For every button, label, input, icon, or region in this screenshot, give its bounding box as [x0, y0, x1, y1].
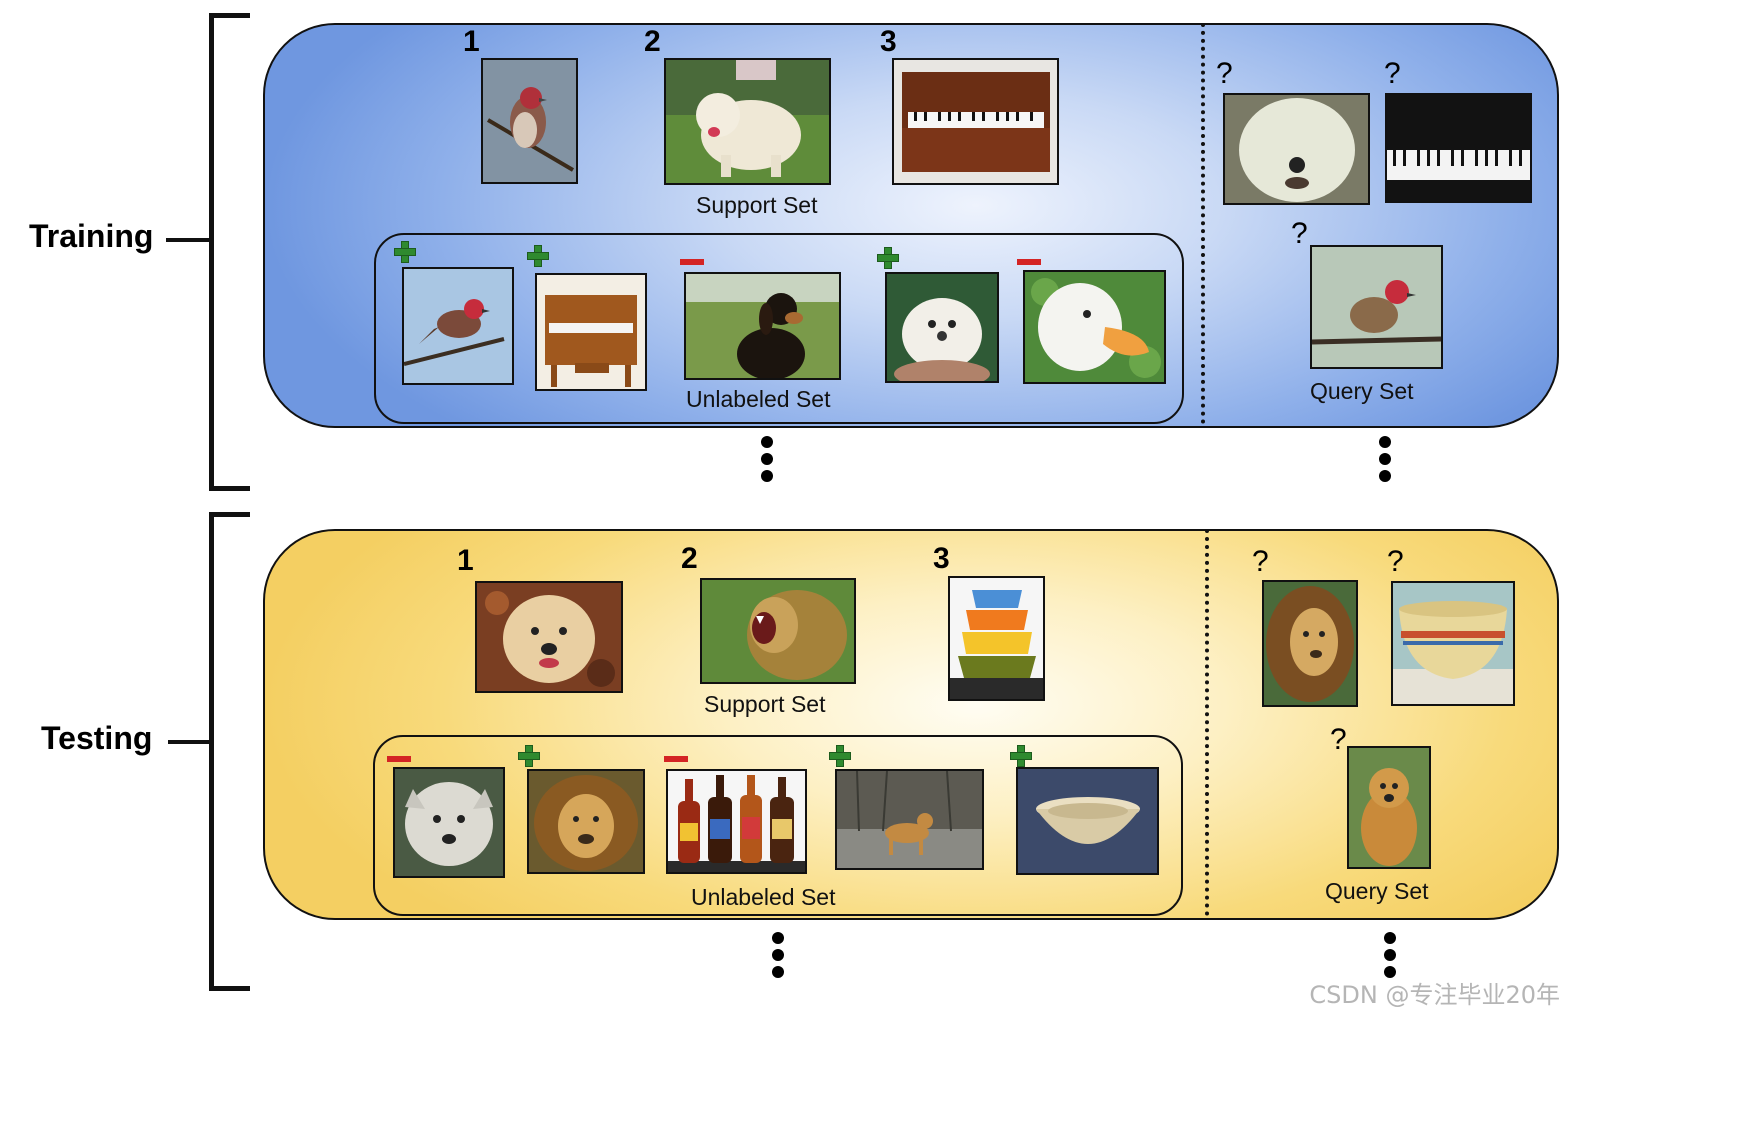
training-unlabeled-3-minus-icon: [680, 259, 704, 265]
testing-support-set-label: Support Set: [704, 691, 826, 717]
training-unlabeled-4-plus-icon: [877, 247, 899, 269]
training-support-set-label: Support Set: [696, 192, 818, 218]
testing-unlabeled-bottles-image: [666, 769, 807, 874]
testing-class-number-3: 3: [933, 542, 950, 575]
training-query-mark-1: ?: [1216, 57, 1233, 90]
testing-query-mark-1: ?: [1252, 545, 1269, 578]
training-query-dog-image: [1223, 93, 1370, 205]
testing-class-number-2: 2: [681, 542, 698, 575]
training-unlabeled-piano-image: [535, 273, 647, 391]
training-unlabeled-2-plus-icon: [527, 245, 549, 267]
training-unlabeled-set-box: [374, 233, 1184, 424]
testing-unlabeled-wolf-image: [393, 767, 505, 878]
testing-unlabeled-dog-image: [835, 769, 984, 870]
training-query-set-label: Query Set: [1310, 378, 1414, 404]
testing-class-number-1: 1: [457, 544, 474, 577]
testing-support-continuation-dots: [772, 932, 786, 983]
testing-unlabeled-4-plus-icon: [829, 745, 851, 767]
training-support-piano-image: [892, 58, 1059, 185]
training-query-mark-3: ?: [1291, 217, 1308, 250]
training-support-dog-image: [664, 58, 831, 185]
training-unlabeled-duck-image: [1023, 270, 1166, 384]
testing-unlabeled-1-minus-icon: [387, 756, 411, 762]
training-query-mark-2: ?: [1384, 57, 1401, 90]
training-support-bird-image: [481, 58, 578, 184]
testing-query-lion-image: [1262, 580, 1358, 707]
training-unlabeled-puppy-image: [885, 272, 999, 383]
testing-unlabeled-set-box: [373, 735, 1183, 916]
training-query-bird-image: [1310, 245, 1443, 369]
training-class-number-3: 3: [880, 25, 897, 58]
training-bracket: [209, 13, 250, 491]
training-query-piano-image: [1385, 93, 1532, 203]
testing-unlabeled-bowls-image: [1016, 767, 1159, 875]
testing-query-continuation-dots: [1384, 932, 1398, 983]
testing-query-divider: [1205, 529, 1209, 916]
testing-query-set-label: Query Set: [1325, 878, 1429, 904]
training-support-continuation-dots: [761, 436, 775, 487]
testing-bracket: [209, 512, 250, 991]
testing-support-dog-image: [475, 581, 623, 693]
testing-query-mark-3: ?: [1330, 723, 1347, 756]
training-query-divider: [1201, 23, 1205, 424]
training-class-number-2: 2: [644, 25, 661, 58]
testing-unlabeled-5-plus-icon: [1010, 745, 1032, 767]
training-unlabeled-bird-image: [402, 267, 514, 385]
testing-unlabeled-2-plus-icon: [518, 745, 540, 767]
diagram: Training 1 2 3 Support Set Unlabeled Set…: [29, 13, 1560, 1009]
testing-unlabeled-3-minus-icon: [664, 756, 688, 762]
training-class-number-1: 1: [463, 25, 480, 58]
training-unlabeled-dog-image: [684, 272, 841, 380]
training-label: Training: [29, 218, 154, 254]
testing-unlabeled-set-label: Unlabeled Set: [691, 884, 836, 910]
testing-support-bowls-image: [948, 576, 1045, 701]
training-query-continuation-dots: [1379, 436, 1393, 487]
testing-unlabeled-lion-image: [527, 769, 645, 874]
testing-query-dog-image: [1347, 746, 1431, 869]
training-unlabeled-5-minus-icon: [1017, 259, 1041, 265]
testing-label: Testing: [41, 720, 153, 756]
training-unlabeled-1-plus-icon: [394, 241, 416, 263]
training-connector: [166, 238, 210, 242]
watermark: CSDN @专注毕业20年: [1309, 981, 1560, 1009]
testing-support-lion-image: [700, 578, 856, 684]
testing-connector: [168, 740, 210, 744]
testing-query-mark-2: ?: [1387, 545, 1404, 578]
training-unlabeled-set-label: Unlabeled Set: [686, 386, 831, 412]
testing-query-bowl-image: [1391, 581, 1515, 706]
